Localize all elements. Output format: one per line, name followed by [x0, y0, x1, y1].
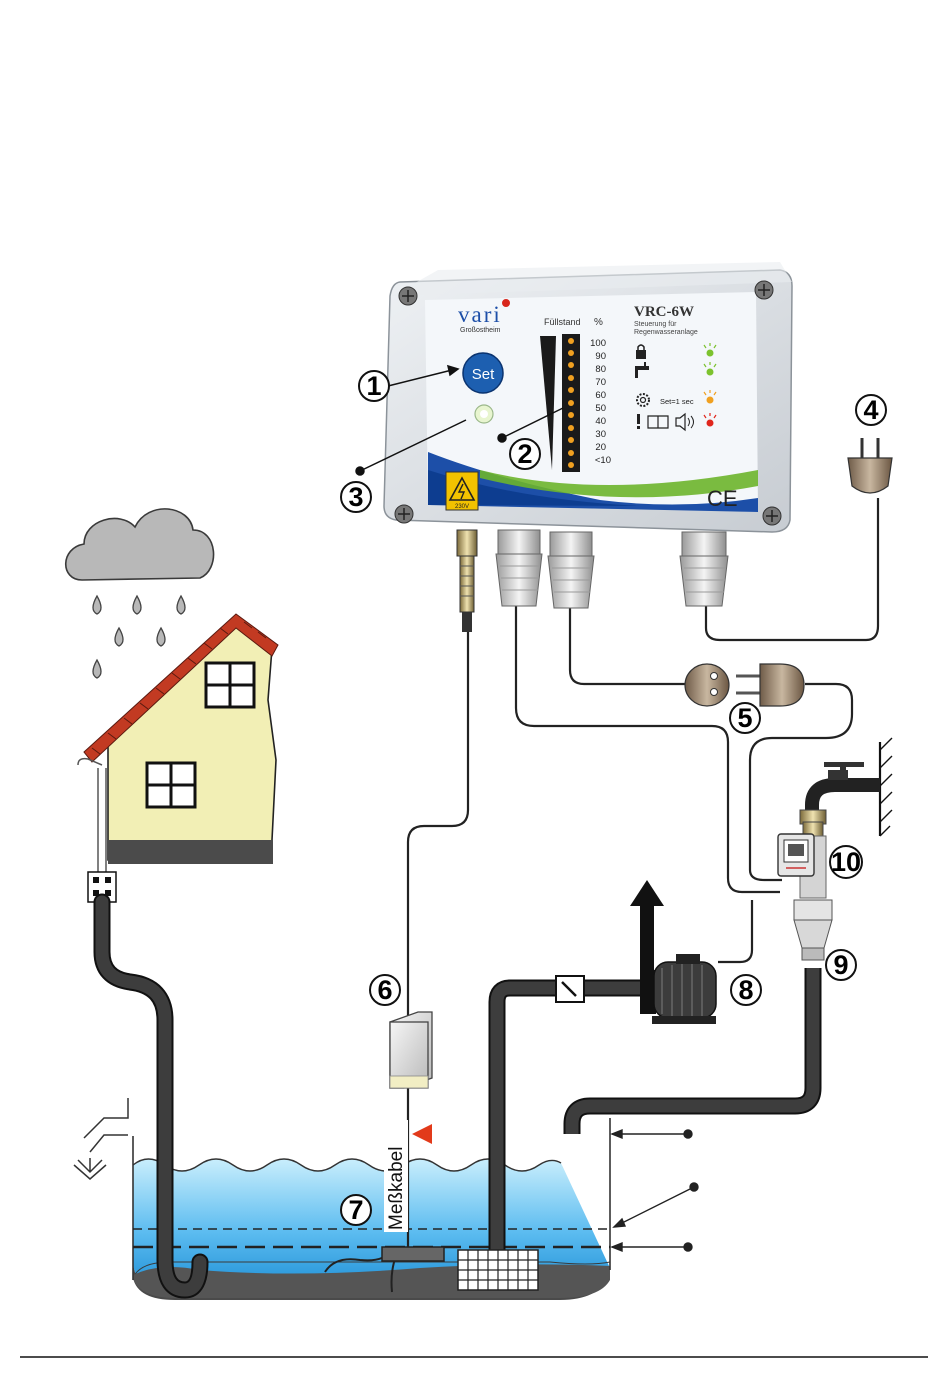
- level-marker-triangle: [412, 1124, 432, 1144]
- callout-4: 4: [856, 395, 886, 425]
- warning-voltage: 230V: [455, 504, 469, 510]
- ce-mark: CE: [707, 486, 738, 511]
- callout-10: 10: [830, 846, 862, 878]
- callout-3-label: 3: [348, 482, 363, 512]
- level-scale-50: 50: [595, 403, 606, 414]
- level-pointers: [612, 1130, 698, 1251]
- model-name: VRC-6W: [634, 304, 694, 320]
- level-title: Füllstand: [544, 317, 581, 327]
- callout-3: 3: [341, 482, 371, 512]
- brass-connector: [457, 530, 477, 632]
- set-button-label: Set: [472, 366, 495, 383]
- downpipe: [78, 759, 106, 872]
- brand-dot: [502, 299, 510, 307]
- level-scale-20: 20: [595, 442, 606, 453]
- level-scale-lt10: <10: [595, 455, 611, 466]
- callout-8-label: 8: [738, 975, 753, 1005]
- sensor-cable-label: Meßkabel: [386, 1147, 407, 1230]
- callout-5: 5: [730, 703, 760, 733]
- set-hint: Set=1 sec: [660, 397, 694, 406]
- flow-fitting: [794, 900, 832, 960]
- rain-cloud: [66, 509, 214, 580]
- controller-box: vari Großostheim VRC-6W Steuerung für Re…: [384, 262, 792, 532]
- suction-filter-basket: [458, 1250, 538, 1290]
- rain-drops: [93, 596, 185, 678]
- pressure-control-unit: [778, 834, 826, 898]
- high-voltage-warning-icon: 230V: [446, 472, 478, 510]
- callout-2-label: 2: [517, 439, 532, 469]
- callout-9-label: 9: [833, 950, 848, 980]
- callout-7-label: 7: [348, 1195, 363, 1225]
- level-unit: %: [594, 317, 603, 328]
- window-lower: [147, 763, 195, 807]
- pump: [630, 880, 716, 1024]
- power-plug: [848, 438, 892, 493]
- model-subtitle-2: Regenwasseranlage: [634, 329, 698, 336]
- callout-5-label: 5: [737, 703, 752, 733]
- model-subtitle-1: Steuerung für: [634, 321, 677, 328]
- level-scale-60: 60: [595, 390, 606, 401]
- status-led: [475, 405, 493, 423]
- callout-2: 2: [510, 439, 540, 469]
- callout-8: 8: [731, 975, 761, 1005]
- sensor-cable-label-box: Meßkabel: [384, 1120, 408, 1232]
- callout-4-label: 4: [863, 395, 878, 425]
- callout-1: 1: [359, 371, 389, 401]
- set-button[interactable]: Set: [463, 353, 503, 393]
- callout-6-label: 6: [377, 975, 392, 1005]
- level-scale-30: 30: [595, 429, 606, 440]
- level-scale-80: 80: [595, 364, 606, 375]
- callout-1-label: 1: [366, 371, 381, 401]
- brand-city: Großostheim: [460, 327, 501, 334]
- level-scale-70: 70: [595, 377, 606, 388]
- level-probe: [382, 1247, 444, 1261]
- callout-7: 7: [341, 1195, 371, 1225]
- callout-10-label: 10: [831, 847, 861, 877]
- pressure-sensor: [556, 976, 584, 1002]
- sensor-box: [390, 1012, 432, 1088]
- house: [78, 614, 278, 902]
- level-scale-40: 40: [595, 416, 606, 427]
- level-scale-100: 100: [590, 338, 606, 349]
- window-upper: [206, 663, 254, 707]
- level-scale-90: 90: [595, 351, 606, 362]
- brand-logo: vari: [458, 302, 502, 327]
- callout-6: 6: [370, 975, 400, 1005]
- callout-9: 9: [826, 950, 856, 980]
- overflow-pipe: [74, 1098, 128, 1179]
- cable-glands: [496, 530, 728, 608]
- wall-tap: [800, 738, 892, 836]
- pump-socket-coupling: [685, 664, 804, 706]
